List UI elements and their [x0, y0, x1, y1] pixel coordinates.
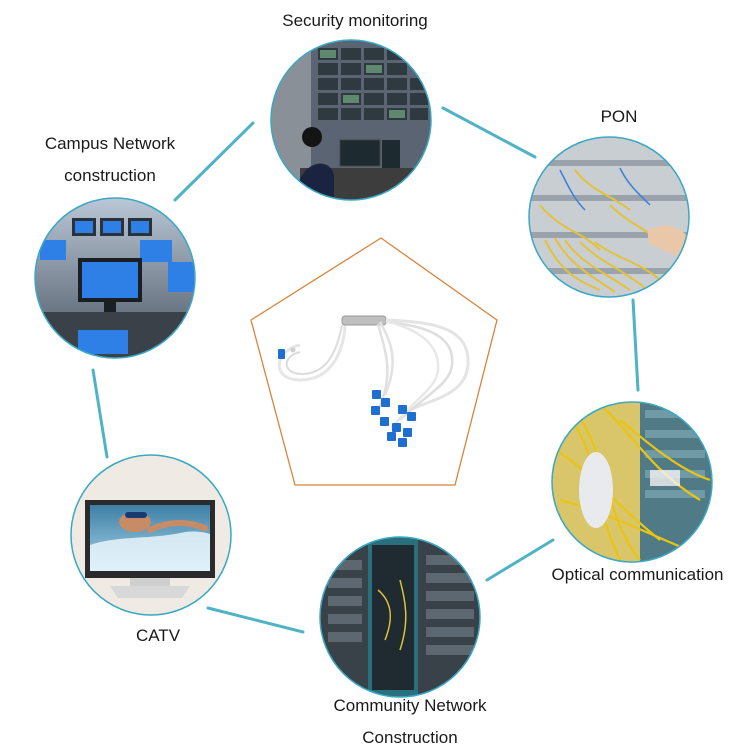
security-monitoring-photo: [270, 39, 432, 201]
label-community-network-construction: Community Network Construction: [333, 696, 487, 747]
center-pentagon: [250, 237, 498, 486]
label-optical-communication: Optical communication: [551, 565, 724, 584]
fiber-distribution-frame-photo: [528, 136, 690, 298]
connector-pon-optical: [631, 298, 640, 392]
yellow-fiber-patch-cables-photo: [551, 401, 713, 563]
connector-optical-community: [485, 538, 555, 582]
label-campus-network-construction: Campus Network construction: [44, 134, 176, 185]
connector-lines: [91, 106, 640, 634]
tv-swimmer-photo: [70, 454, 232, 616]
connector-community-catv: [206, 606, 305, 634]
server-rack-photo: [319, 536, 481, 698]
label-security-monitoring: Security monitoring: [282, 11, 428, 30]
label-catv: CATV: [135, 626, 181, 645]
computer-lab-photo: [34, 197, 196, 359]
label-pon: PON: [600, 107, 638, 126]
connector-security-pon: [441, 106, 537, 159]
connector-campus-security: [173, 121, 255, 202]
plc-splitter-image: [277, 315, 470, 447]
connector-catv-campus: [91, 368, 109, 459]
